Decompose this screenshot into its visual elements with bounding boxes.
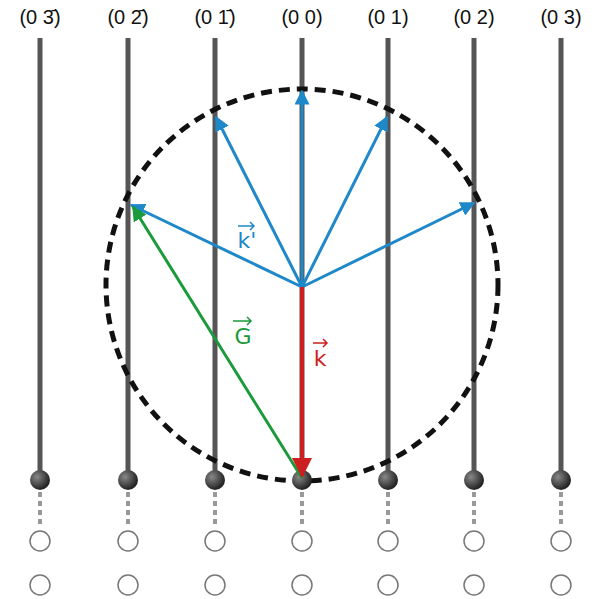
rod-stubs bbox=[40, 492, 561, 528]
lattice-points bbox=[30, 531, 571, 595]
vector-label: k' bbox=[238, 229, 257, 253]
ewald-sphere bbox=[106, 89, 498, 481]
k-vector bbox=[300, 287, 304, 476]
rod-index: (0 2) bbox=[453, 6, 494, 28]
rod-index: (0 1̄) bbox=[194, 6, 235, 28]
rod-index: (0 3̄) bbox=[19, 6, 60, 28]
reciprocal-rods bbox=[40, 38, 561, 478]
vector-label: k bbox=[314, 347, 327, 371]
vector-label: G bbox=[234, 325, 251, 349]
scattered-vectors bbox=[131, 91, 474, 287]
rod-index: (0 1) bbox=[367, 6, 408, 28]
g-vector bbox=[133, 207, 302, 478]
rod-index: (0 2̄) bbox=[107, 6, 148, 28]
rod-index: (0 3) bbox=[540, 6, 581, 28]
rod-index: (0 0) bbox=[281, 6, 322, 28]
